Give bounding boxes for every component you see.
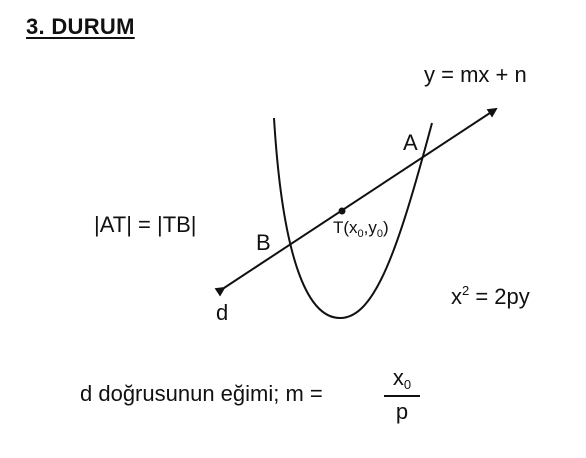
fraction-numerator: x0 bbox=[392, 365, 412, 393]
section-heading: 3. DURUM bbox=[26, 14, 135, 39]
line-equation-label: y = mx + n bbox=[424, 62, 527, 87]
midpoint-t-dot bbox=[338, 207, 346, 215]
slope-formula-text: d doğrusunun eğimi; m = bbox=[80, 381, 323, 406]
point-a-label: A bbox=[403, 130, 418, 155]
slope-fraction: x0 p bbox=[384, 366, 420, 424]
condition-label: |AT| = |TB| bbox=[94, 212, 197, 237]
fraction-denominator: p bbox=[395, 399, 409, 424]
fraction-bar bbox=[384, 395, 420, 397]
parabola-equation-label: x2 = 2py bbox=[451, 283, 530, 309]
line-name-label: d bbox=[216, 300, 229, 325]
point-t-label: T(x0,y0) bbox=[333, 218, 389, 240]
point-b-label: B bbox=[256, 230, 271, 255]
line-d bbox=[214, 107, 498, 297]
